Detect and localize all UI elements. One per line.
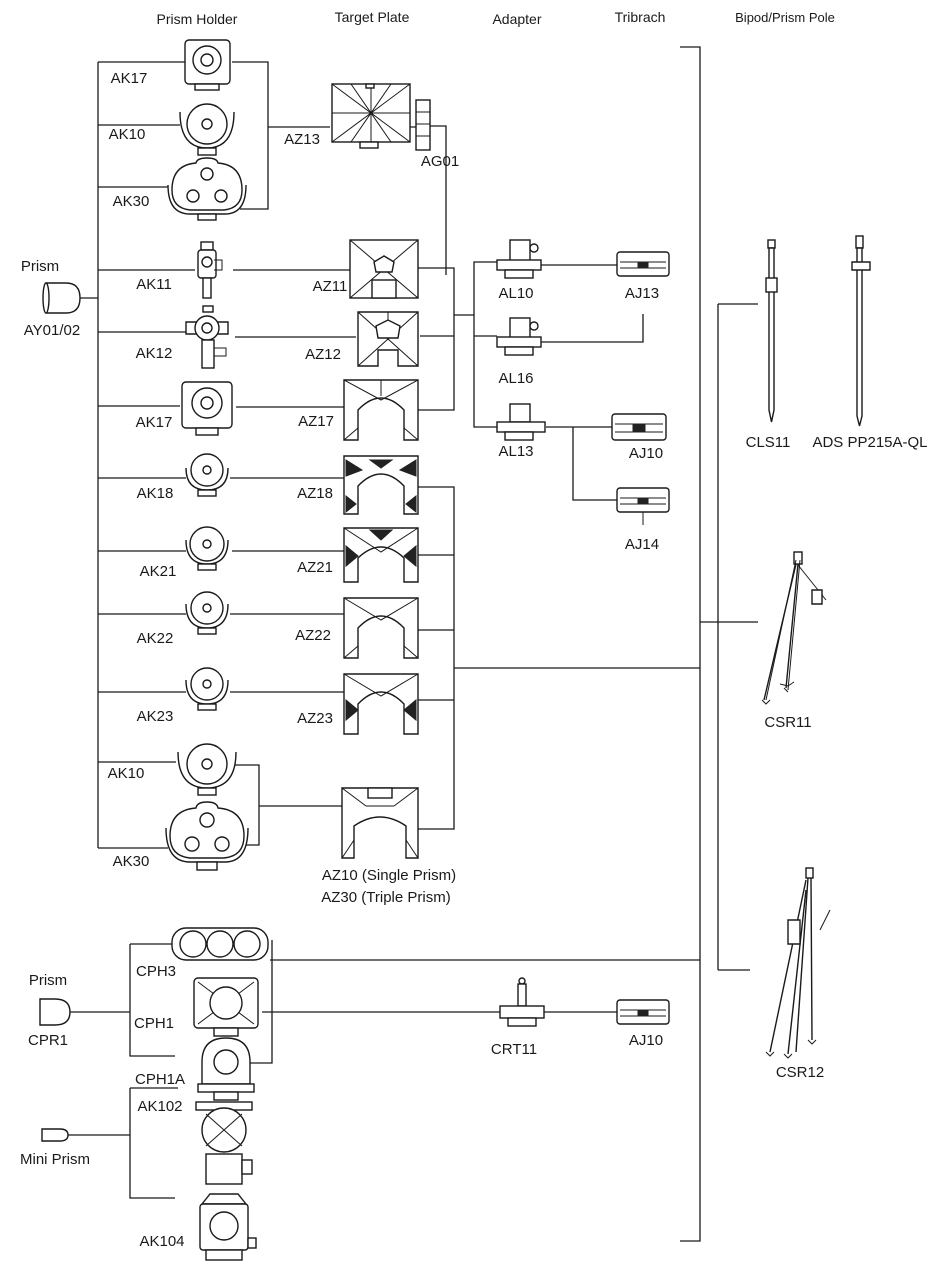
header-bipod-prism-pole: Bipod/Prism Pole: [735, 10, 835, 25]
header-tribrach: Tribrach: [615, 9, 666, 25]
plate-combo-single: AZ10 (Single Prism): [322, 867, 456, 884]
plate-az13-icon: [331, 83, 411, 149]
holder-ak10-icon: [177, 743, 237, 796]
prism-model-label: AY01/02: [24, 322, 80, 339]
plate-ag01-icon: [415, 99, 431, 151]
plate-az22-icon: [343, 597, 419, 659]
holder-ak30-icon: [165, 801, 249, 871]
holder-label: AK104: [139, 1233, 184, 1250]
plate-az18-icon: [343, 455, 419, 515]
holder-label: AK10: [109, 126, 146, 143]
plate-combo-triple: AZ30 (Triple Prism): [321, 889, 450, 906]
header-adapter: Adapter: [492, 11, 541, 27]
pole-label: CSR12: [776, 1064, 824, 1081]
holder-label: AK17: [111, 70, 148, 87]
cpr-prism-label: Prism: [29, 972, 67, 989]
tribrach-aj10-icon: [611, 413, 667, 441]
holder-ak10-icon: [179, 103, 235, 156]
pole-label: ADS PP215A-QL: [812, 434, 927, 451]
holder-ak17-icon: [181, 381, 233, 436]
adapter-al13-icon: [496, 403, 546, 441]
pole-ads-pp215a-ql-icon: [851, 235, 871, 427]
holder-label: CPH1: [134, 1015, 174, 1032]
tribrach-aj13-icon: [616, 251, 670, 277]
holder-label: AK22: [137, 630, 174, 647]
holder-label: CPH1A: [135, 1071, 185, 1088]
holder-label: AK18: [137, 485, 174, 502]
plate-label: AG01: [421, 153, 459, 170]
bipod-csr11-icon: [761, 551, 827, 705]
holder-label: AK21: [140, 563, 177, 580]
holder-label: CPH3: [136, 963, 176, 980]
holder-ak12-icon: [185, 305, 229, 369]
prism-cpr1-icon: [39, 998, 71, 1026]
header-prism-holder: Prism Holder: [157, 11, 238, 27]
plate-az23-icon: [343, 673, 419, 735]
holder-label: AK30: [113, 853, 150, 870]
prism-label: Prism: [21, 258, 59, 275]
holder-ak102-icon: [195, 1101, 253, 1185]
prism-ay01-icon: [42, 282, 81, 314]
plate-az12-icon: [357, 311, 419, 367]
bipod-csr12-icon: [765, 867, 831, 1059]
holder-label: AK102: [137, 1098, 182, 1115]
adapter-label: AL10: [498, 285, 533, 302]
holder-cph3-icon: [171, 927, 269, 961]
pole-label: CSR11: [764, 714, 811, 731]
holder-ak11-icon: [197, 241, 223, 299]
holder-label: AK12: [136, 345, 173, 362]
plate-label: AZ23: [297, 710, 333, 727]
adapter-al16-icon: [496, 317, 542, 356]
plate-label: AZ22: [295, 627, 331, 644]
holder-cph1-icon: [193, 977, 259, 1037]
tribrach-label: AJ10: [629, 445, 663, 462]
holder-ak30-icon: [167, 157, 247, 221]
holder-label: AK30: [113, 193, 150, 210]
tribrach-label: AJ13: [625, 285, 659, 302]
adapter-crt11-icon: [499, 977, 545, 1027]
pole-label: CLS11: [746, 434, 791, 451]
plate-az11-icon: [349, 239, 419, 299]
plate-label: AZ11: [313, 278, 348, 295]
plate-az17-icon: [343, 379, 419, 441]
adapter-al10-icon: [496, 239, 542, 279]
pole-cls11-icon: [765, 239, 778, 423]
plate-label: AZ21: [297, 559, 333, 576]
holder-ak104-icon: [199, 1193, 257, 1261]
holder-label: AK10: [108, 765, 145, 782]
mini-prism-icon: [41, 1128, 69, 1142]
holder-ak17-icon: [184, 39, 231, 91]
plate-az21-icon: [343, 527, 419, 583]
mini-prism-label: Mini Prism: [20, 1151, 90, 1168]
plate-label: AZ17: [298, 413, 334, 430]
tribrach-label: AJ14: [625, 536, 659, 553]
holder-ak18-icon: [185, 453, 229, 497]
adapter-label: AL16: [498, 370, 533, 387]
holder-ak23-icon: [185, 667, 229, 711]
adapter-label: CRT11: [491, 1041, 537, 1058]
holder-ak21-icon: [185, 526, 229, 571]
plate-label: AZ12: [305, 346, 341, 363]
holder-label: AK23: [137, 708, 174, 725]
holder-label: AK17: [136, 414, 173, 431]
tribrach-aj14-icon: [616, 487, 670, 525]
plate-az10-az30-icon: [341, 787, 419, 859]
holder-ak22-icon: [185, 591, 229, 635]
connector-lines: [68, 46, 758, 1242]
cpr1-label: CPR1: [28, 1032, 68, 1049]
tribrach-aj10-icon: [616, 999, 670, 1025]
header-target-plate: Target Plate: [335, 9, 410, 25]
holder-cph1a-icon: [197, 1037, 255, 1101]
holder-label: AK11: [136, 276, 172, 293]
tribrach-label: AJ10: [629, 1032, 663, 1049]
adapter-label: AL13: [498, 443, 533, 460]
plate-label: AZ18: [297, 485, 333, 502]
plate-label: AZ13: [284, 131, 320, 148]
